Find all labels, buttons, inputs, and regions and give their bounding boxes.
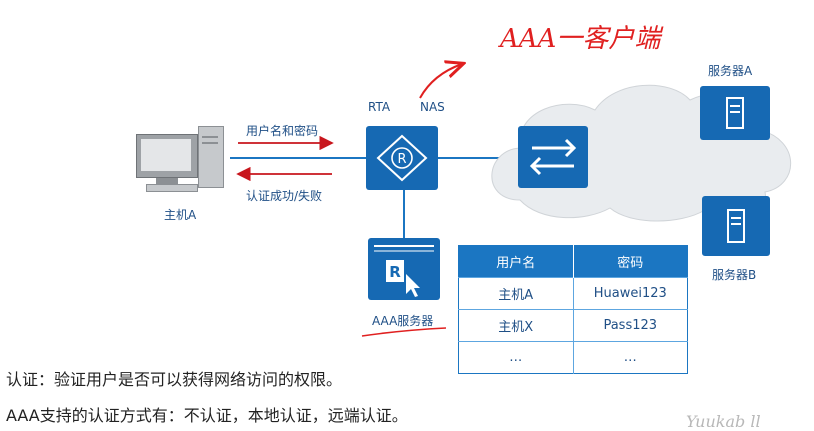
password-cell: … [573, 341, 688, 374]
note-line-1: 认证：验证用户是否可以获得网络访问的权限。 [6, 370, 343, 389]
switch-arrows-icon [529, 138, 577, 176]
aaa-underline [361, 327, 447, 337]
table-header-row: 用户名 密码 [458, 245, 688, 278]
table-row: 主机A Huawei123 [458, 277, 688, 310]
password-cell: Huawei123 [573, 277, 688, 310]
username-cell: … [458, 341, 574, 374]
username-cell: 主机A [458, 277, 574, 310]
server-a-device[interactable] [700, 86, 770, 140]
switch-device[interactable] [518, 126, 588, 188]
aaa-server-icon: R [374, 245, 434, 297]
router-device[interactable]: R [366, 126, 438, 190]
router-icon: R [376, 134, 428, 182]
password-cell: Pass123 [573, 309, 688, 342]
user-credential-table: 用户名 密码 主机A Huawei123 主机X Pass123 … … [458, 245, 688, 374]
server-icon [727, 209, 745, 243]
table-row: 主机X Pass123 [458, 309, 688, 342]
svg-text:R: R [389, 263, 401, 281]
watermark-text: Yuukab ll [686, 412, 761, 431]
col-username-header: 用户名 [458, 245, 574, 278]
aaa-server-label: AAA服务器 [372, 314, 434, 328]
server-b-device[interactable] [702, 196, 770, 256]
note-line-2: AAA支持的认证方式有：不认证，本地认证，远端认证。 [6, 406, 408, 425]
svg-text:R: R [397, 152, 406, 167]
col-password-header: 密码 [573, 245, 688, 278]
request-label: 用户名和密码 [246, 124, 319, 138]
server-a-label: 服务器A [708, 64, 753, 78]
aaa-server-device[interactable]: R [368, 238, 440, 300]
host-a-label: 主机A [164, 208, 197, 222]
aaa-client-annotation: AAA一客户端 [500, 24, 661, 54]
table-row: … … [458, 341, 688, 374]
router-label: RTA [368, 100, 391, 114]
annotation-arrow [419, 64, 462, 99]
nas-label: NAS [420, 100, 445, 114]
server-icon [726, 97, 744, 129]
response-label: 认证成功/失败 [246, 189, 323, 203]
username-cell: 主机X [458, 309, 574, 342]
host-computer-icon [136, 126, 236, 196]
server-b-label: 服务器B [712, 268, 757, 282]
